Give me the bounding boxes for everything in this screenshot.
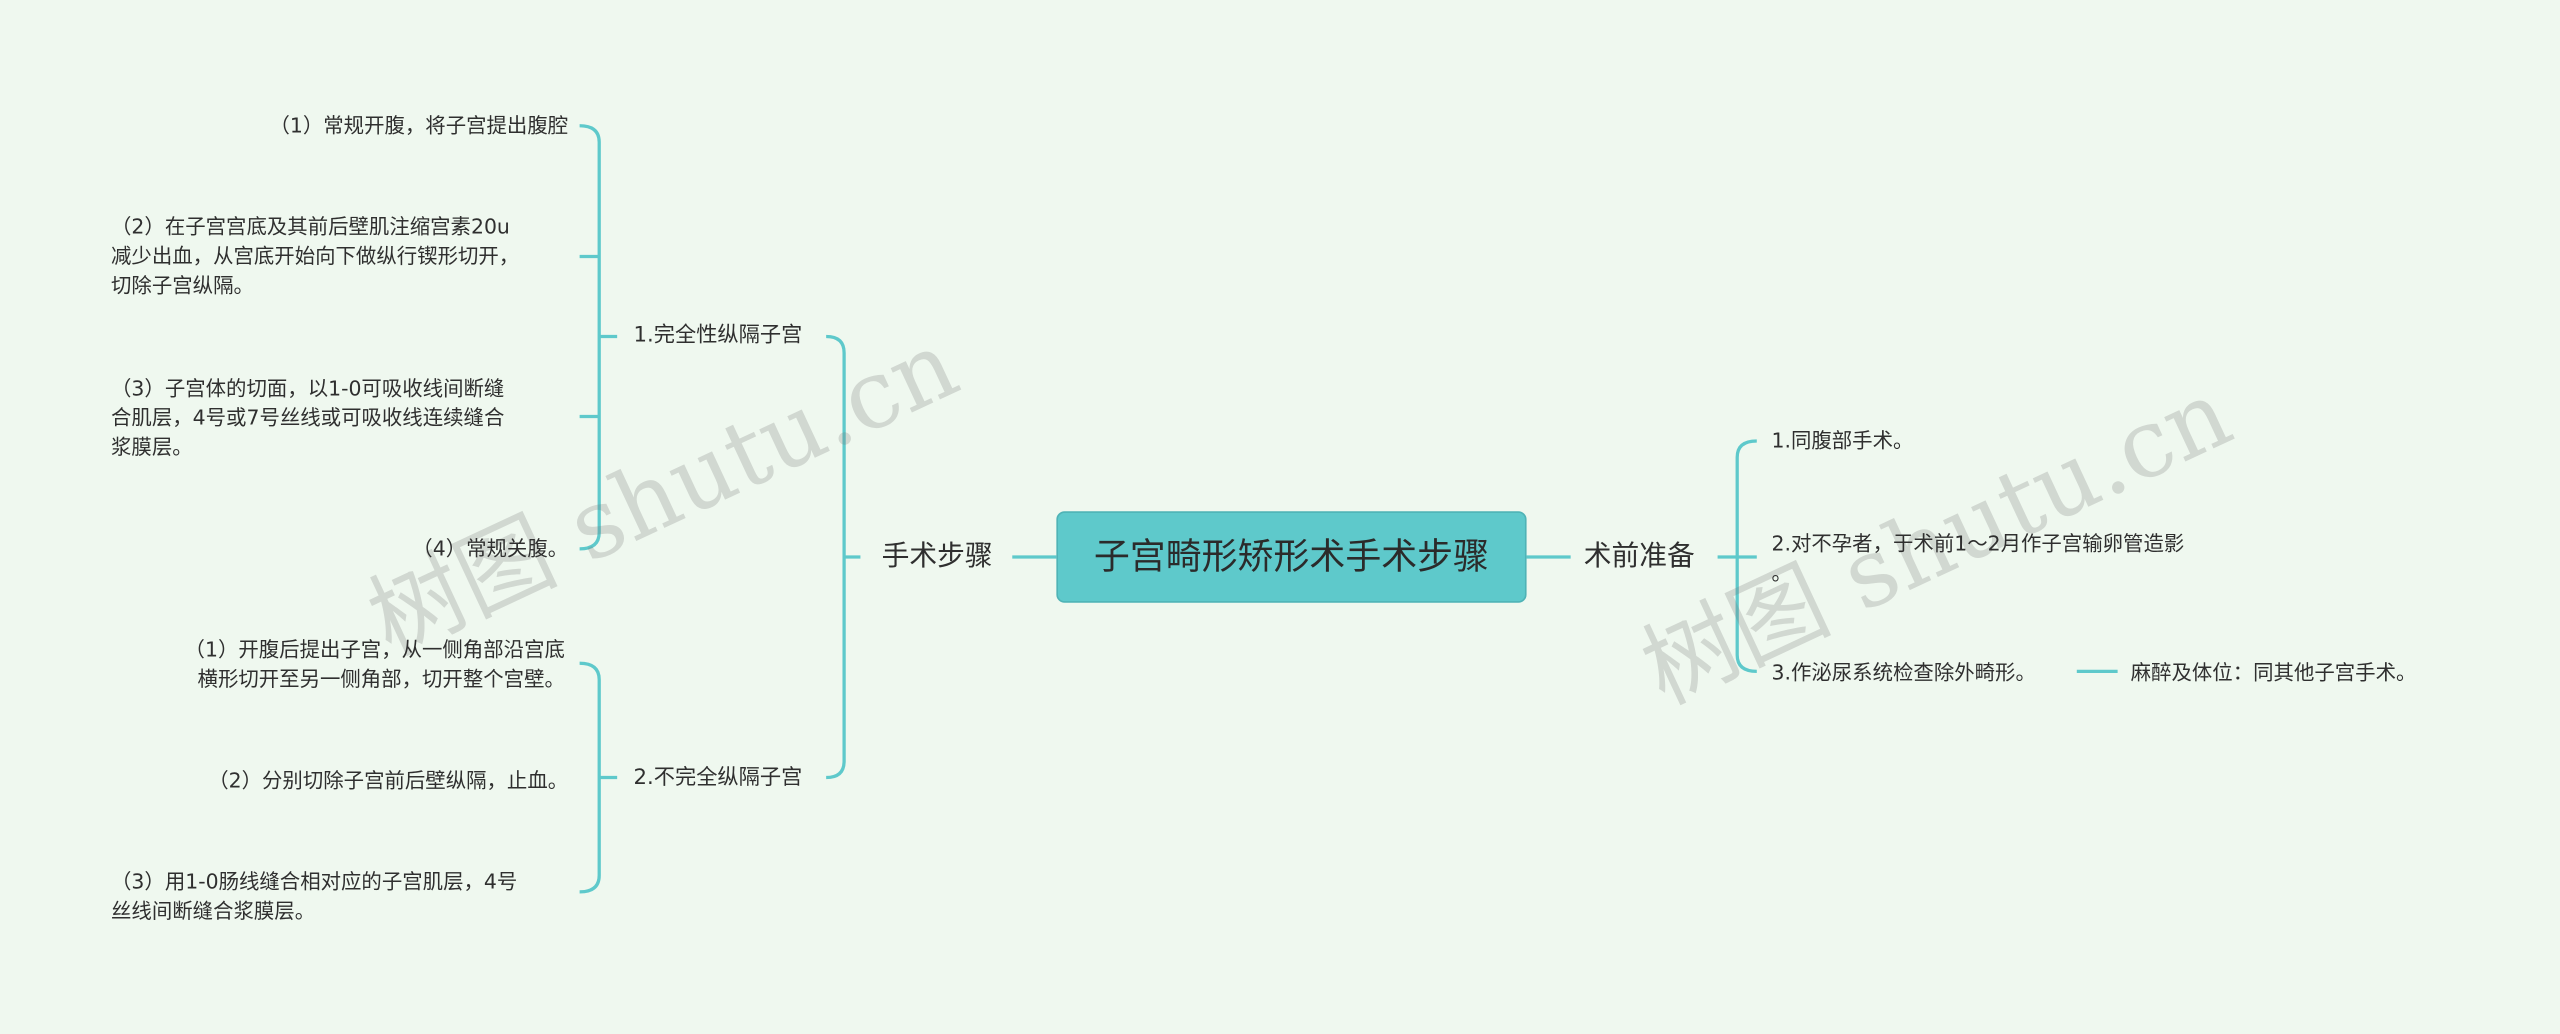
leaf-g1-step-1[interactable]: （1）常规开腹，将子宫提出腹腔	[269, 112, 569, 138]
leaf-g1-step-3[interactable]: （3）子宫体的切面，以1-0可吸收线间断缝 合肌层，4号或7号丝线或可吸收线连续…	[111, 375, 505, 460]
leaf-preop-1[interactable]: 1.同腹部手术。	[1771, 427, 1914, 453]
bracket-group-1	[579, 124, 618, 551]
leaf-g1-step-2[interactable]: （2）在子宫宫底及其前后壁肌注缩宫素20u 减少出血，从宫底开始向下做纵行锲形切…	[111, 213, 520, 298]
leaf-g2-step-2[interactable]: （2）分别切除子宫前后壁纵隔，止血。	[208, 767, 569, 793]
leaf-anesthesia-position[interactable]: 麻醉及体位：同其他子宫手术。	[2130, 659, 2417, 685]
leaf-g2-step-3[interactable]: （3）用1-0肠线缝合相对应的子宫肌层，4号 丝线间断缝合浆膜层。	[111, 869, 518, 923]
leaf-preop-3[interactable]: 3.作泌尿系统检查除外畸形。	[1771, 659, 2036, 685]
bracket-right-branch	[1717, 439, 1757, 674]
leaf-preop-2[interactable]: 2.对不孕者，于术前1～2月作子宫输卵管造影 。	[1771, 530, 2185, 585]
root-node[interactable]: 子宫畸形矫形术手术步骤	[1056, 511, 1527, 603]
group-incomplete-septate-uterus[interactable]: 2.不完全纵隔子宫	[633, 766, 803, 791]
leaf-g2-step-1[interactable]: （1）开腹后提出子宫，从一侧角部沿宫底 横形切开至另一侧角部，切开整个宫壁。	[184, 637, 565, 691]
group-complete-septate-uterus[interactable]: 1.完全性纵隔子宫	[633, 323, 803, 348]
bracket-left-branch	[826, 334, 861, 780]
branch-surgical-steps[interactable]: 手术步骤	[881, 540, 993, 574]
bracket-group-2	[579, 661, 618, 894]
branch-preop-preparation[interactable]: 术前准备	[1583, 540, 1695, 574]
leaf-g1-step-4[interactable]: （4）常规关腹。	[412, 535, 569, 561]
